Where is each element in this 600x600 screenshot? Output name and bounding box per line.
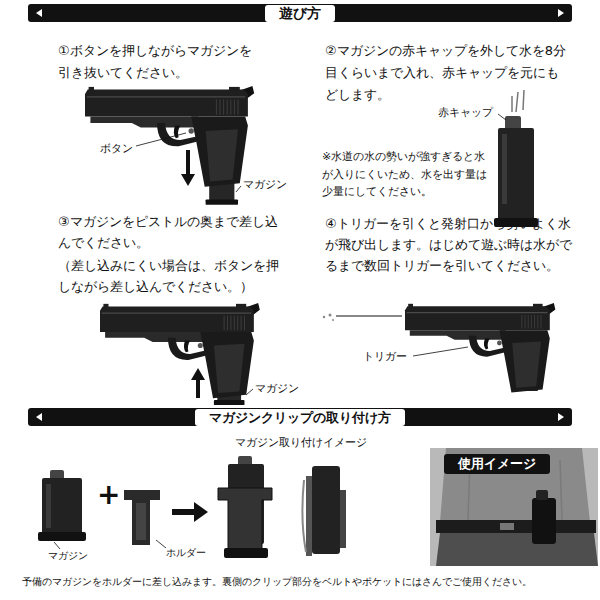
step-text: ③マガジンをピストルの奥まで差し込んでください。 xyxy=(58,212,288,254)
part-label: ホルダー xyxy=(166,546,216,559)
part-label: 赤キャップ xyxy=(438,104,498,123)
part-label: トリガー xyxy=(363,348,413,367)
holder xyxy=(124,490,160,545)
magazine-fill xyxy=(494,90,538,227)
step-text: ①ボタンを押しながらマガジンを引き抜いてください。 xyxy=(58,40,253,84)
magazine-in-holder xyxy=(218,456,272,558)
usage-photo xyxy=(430,448,598,566)
note-text: ※水道の水の勢いが強すぎると水が入りにくいため、水を出す量は少量にしてください。 xyxy=(322,148,490,201)
node-text: マガジンクリップの取り付け方 xyxy=(209,410,391,425)
leader-line xyxy=(498,114,506,120)
part-label: マガジン xyxy=(243,176,299,195)
node-text: 使用イメージ xyxy=(458,456,536,471)
pistol-step3 xyxy=(100,303,260,405)
water-jet xyxy=(323,314,402,322)
part-label: マガジン xyxy=(255,380,311,399)
step-text: ④トリガーを引くと発射口から勢いよく水が飛び出します。はじめて遊ぶ時は水がでるま… xyxy=(325,214,577,276)
pistol-step1 xyxy=(85,86,254,205)
photo-tag: 使用イメージ xyxy=(444,454,550,474)
leader-line xyxy=(54,542,60,549)
leader-line xyxy=(413,347,468,356)
leader-line xyxy=(136,133,186,146)
section-title: マガジンクリップの取り付け方 xyxy=(195,409,405,426)
part-label: ボタン xyxy=(100,140,140,159)
step-text: ②マガジンの赤キャップを外して水を8分目くらいまで入れ、赤キャップを元にもどしま… xyxy=(325,40,570,106)
section-title: 遊び方 xyxy=(265,5,335,22)
node-text: 遊び方 xyxy=(279,5,321,21)
pistol-step4 xyxy=(405,303,555,393)
part-label: マガジン xyxy=(48,549,98,562)
clip-side-view xyxy=(302,466,346,556)
arrow-up xyxy=(191,368,205,398)
leader-line xyxy=(156,540,166,548)
leader-line xyxy=(246,389,253,395)
section-band xyxy=(28,4,572,22)
footer-note: 予備のマガジンをホルダーに差し込みます。裏側のクリップ部分をベルトやポケットには… xyxy=(22,574,592,589)
plus-sign: + xyxy=(97,478,121,512)
step-note: （差し込みにくい場合は、ボタンを押しながら差し込んでください。） xyxy=(58,256,288,298)
arrow-down xyxy=(181,150,195,186)
spare-magazine xyxy=(38,470,86,541)
arrow-right xyxy=(172,502,208,522)
image-caption: マガジン取り付けイメージ xyxy=(235,434,385,453)
section-band xyxy=(28,408,572,426)
leader-line xyxy=(236,186,241,192)
